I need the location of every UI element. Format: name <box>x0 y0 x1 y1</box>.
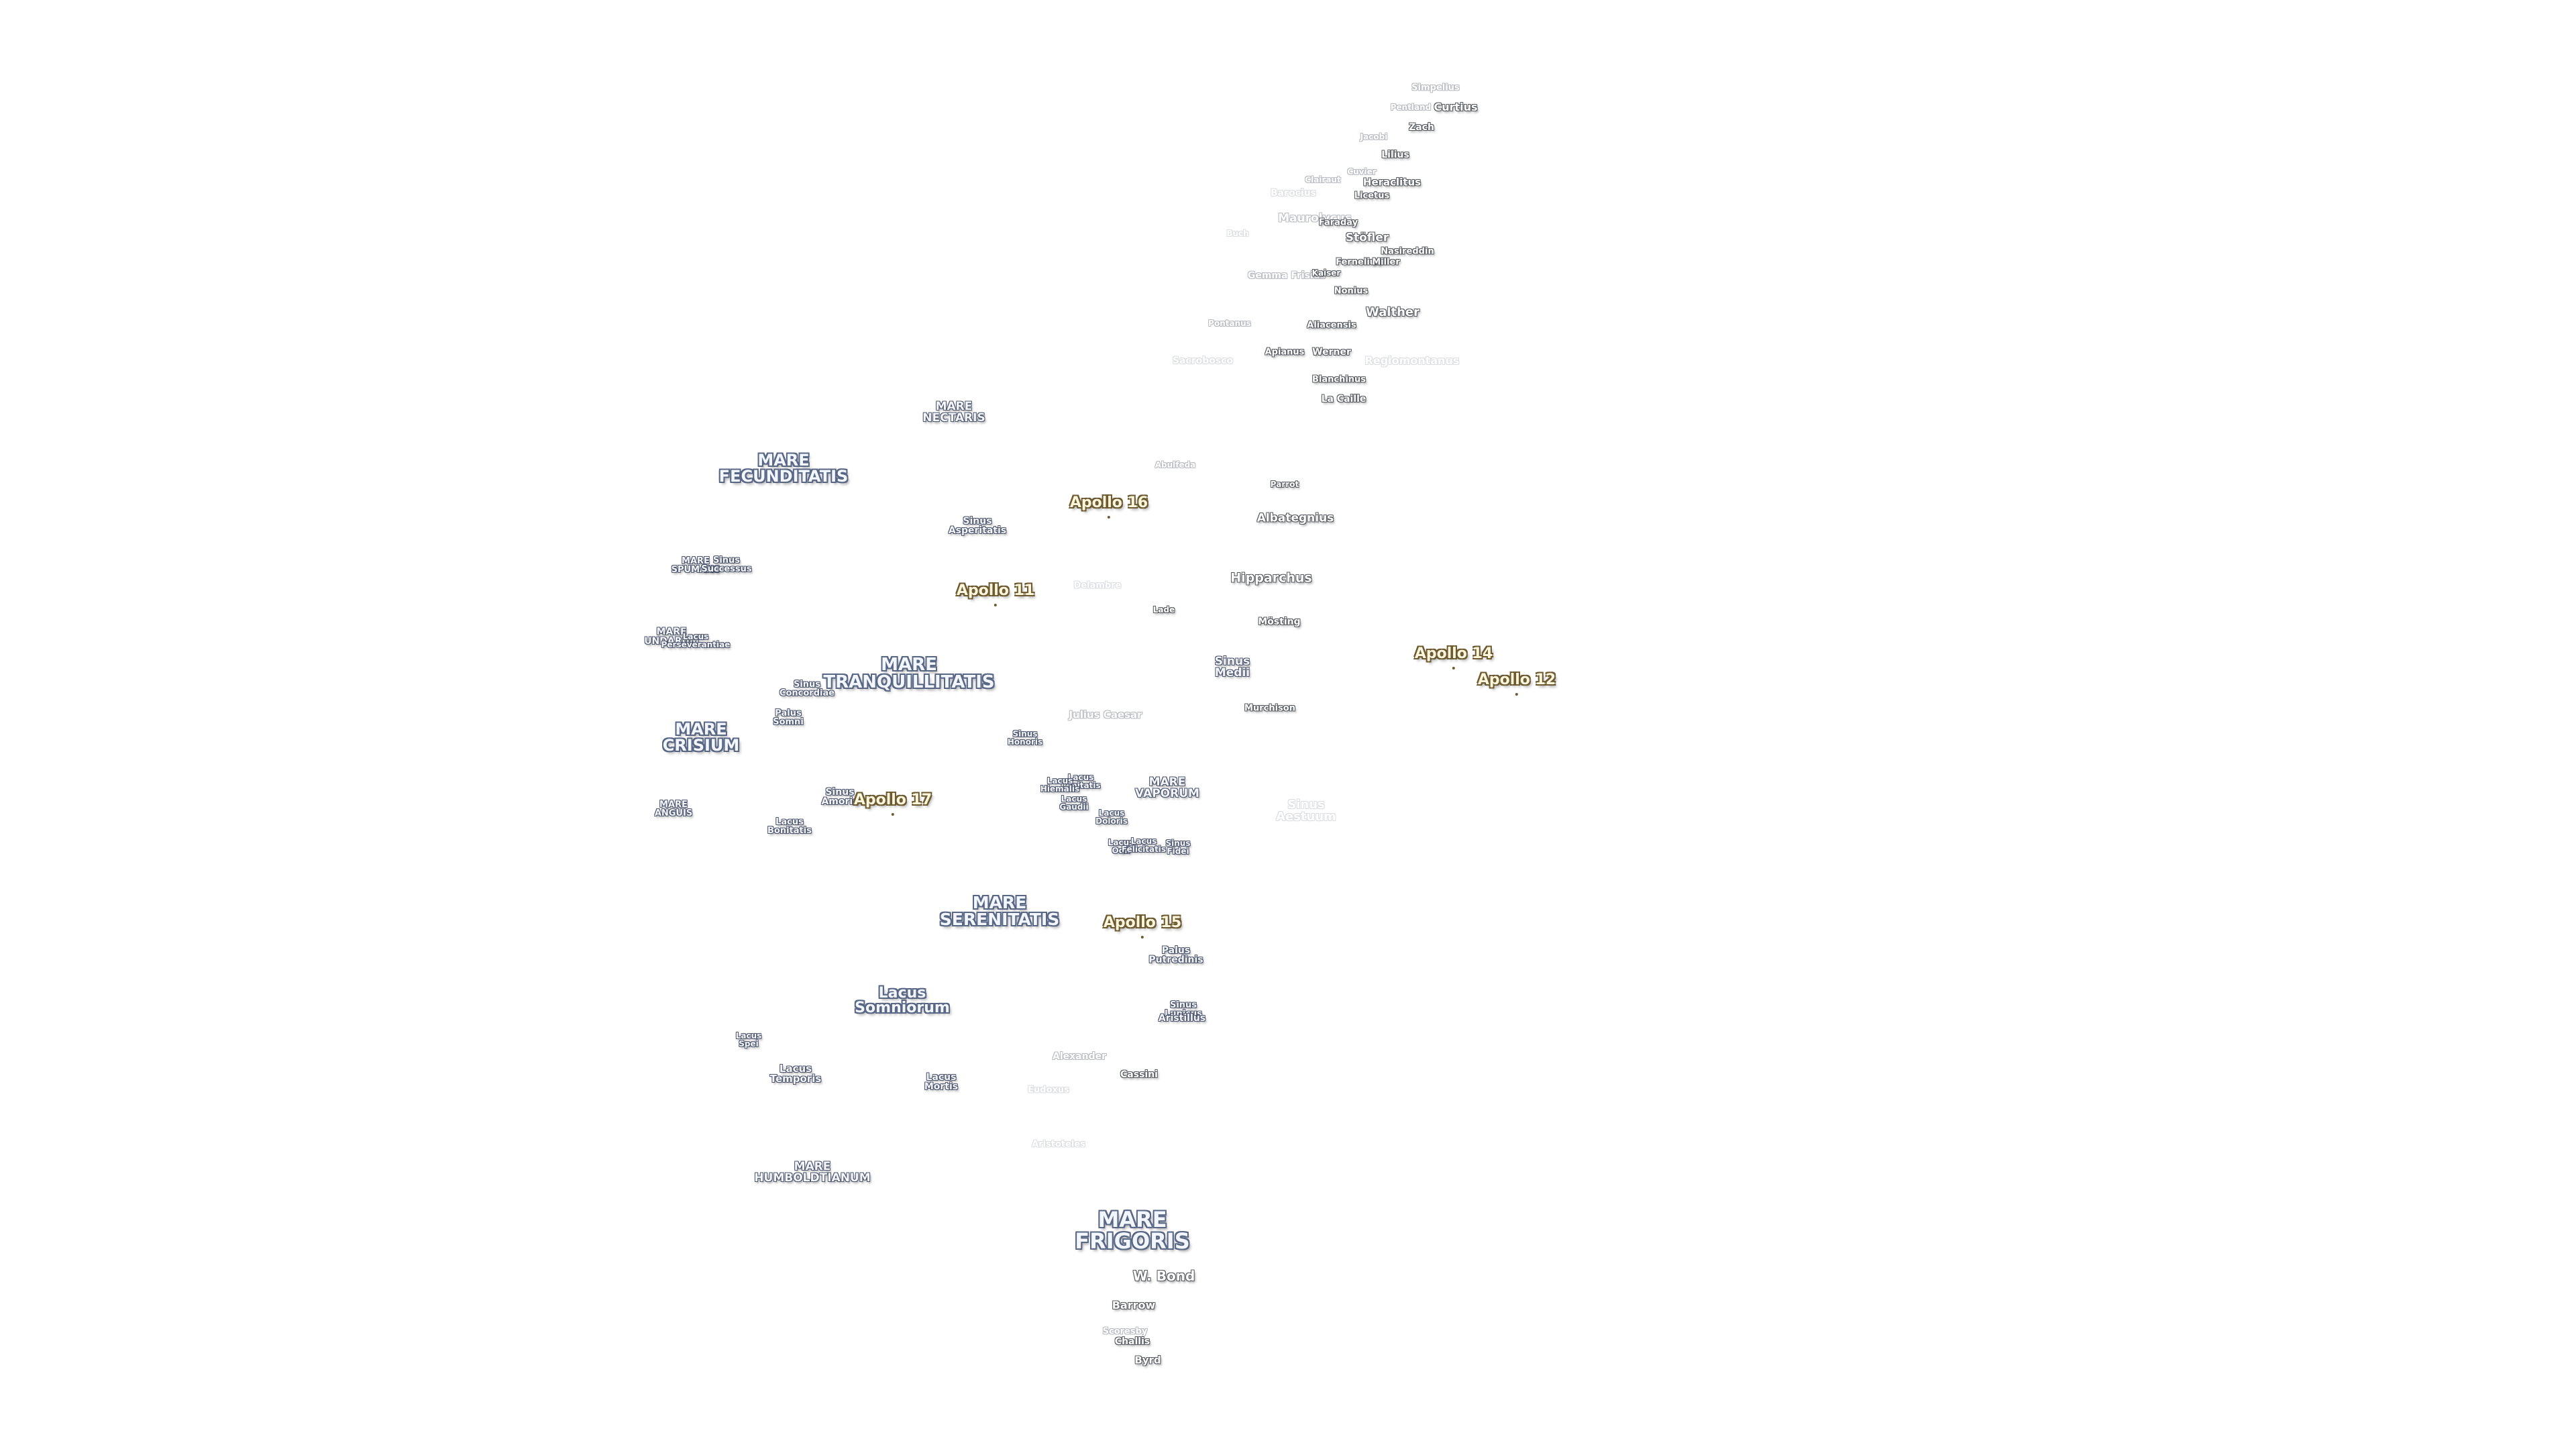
map-label-nasireddin: Nasireddin <box>1381 246 1434 257</box>
map-label-lacus-odii: Lacus Odii <box>1108 838 1134 855</box>
map-label-lacus-felicitatis: Lacus Felicitatis <box>1121 837 1167 854</box>
map-label-palus-putredinis: Palus Putredinis <box>1148 945 1203 965</box>
map-label-byrd: Byrd <box>1134 1354 1161 1366</box>
map-label-lacus-somniorum: Lacus Somniorum <box>855 985 950 1016</box>
map-label-mare-undarum: MARE UNDARUM <box>644 627 699 647</box>
map-label-sinus-aestuum: Sinus Aestuum <box>1276 798 1336 824</box>
map-label-nonius: Nonius <box>1334 286 1368 297</box>
map-label-mare-humboldtianum: MARE HUMBOLDTIANUM <box>754 1160 871 1185</box>
map-label-abulfeda: Abulfeda <box>1155 460 1196 470</box>
map-label-mare-tranquillitatis: MARE TRANQUILLITATIS <box>823 655 995 692</box>
map-label-lacaille: La Caille <box>1321 394 1366 405</box>
map-label-kaiser: Kaiser <box>1311 268 1341 278</box>
map-label-apollo12: Apollo 12 <box>1477 672 1556 696</box>
map-label-albategnius: Albategnius <box>1256 511 1334 525</box>
map-label-apianus: Apianus <box>1265 347 1305 358</box>
map-label-barocius: Barocius <box>1270 188 1317 199</box>
map-label-sinus-concordiae: Sinus Concordiae <box>779 680 835 698</box>
map-label-palus-somni: Palus Somni <box>773 708 804 727</box>
map-label-mare-fecunditatis: MARE FECUNDITATIS <box>718 451 849 486</box>
map-label-lacus-lenitatis: Lacus Lenitatis <box>1061 773 1101 790</box>
map-label-clairaut: Clairaut <box>1305 175 1341 184</box>
map-label-lacus-mortis: Lacus Mortis <box>924 1072 959 1092</box>
map-label-buch: Buch <box>1226 229 1249 238</box>
map-label-werner: Werner <box>1312 347 1351 358</box>
map-label-parrot: Parrot <box>1270 480 1299 489</box>
map-label-lacus-gaudii: Lacus Gaudii <box>1059 794 1089 812</box>
map-label-lilius: Lilius <box>1381 150 1409 160</box>
map-label-curtius: Curtius <box>1434 101 1478 113</box>
map-label-pentland: Pentland <box>1390 103 1432 112</box>
map-label-lacus-doloris: Lacus Doloris <box>1095 808 1128 826</box>
map-label-miller: Miller <box>1372 257 1400 268</box>
map-label-aristoteles: Aristoteles <box>1032 1139 1085 1150</box>
map-label-mare-crisium: MARE CRISIUM <box>662 720 740 755</box>
map-label-murchison: Murchison <box>1244 703 1295 714</box>
map-label-sinus-fidei: Sinus Fidei <box>1165 839 1191 856</box>
map-label-regiomontanus: Regiomontanus <box>1364 354 1460 367</box>
map-label-jacobi: Jacobi <box>1360 132 1388 142</box>
map-label-hipparchus: Hipparchus <box>1230 570 1312 586</box>
map-label-heraclitus: Heraclitus <box>1362 176 1421 189</box>
map-label-apollo11: Apollo 11 <box>956 582 1035 606</box>
map-label-sinus-asperitatis: Sinus Asperitatis <box>948 516 1007 536</box>
map-label-pontanus: Pontanus <box>1208 319 1251 328</box>
map-label-sinus-lunicus: Sinus Lunicus <box>1165 1000 1202 1019</box>
map-label-lade: Lade <box>1152 605 1175 614</box>
map-label-apollo14: Apollo 14 <box>1414 645 1493 669</box>
map-label-sinus-successus: Sinus Successus <box>701 555 752 574</box>
map-label-mare-nectaris: MARE NECTARIS <box>922 400 985 425</box>
map-label-alexander: Alexander <box>1053 1051 1106 1062</box>
map-label-apollo16: Apollo 16 <box>1069 494 1148 519</box>
map-label-gemma: Gemma Frisius <box>1247 270 1326 281</box>
map-label-delambre: Delambre <box>1073 580 1122 591</box>
map-label-lacus-temporis: Lacus Temporis <box>769 1063 822 1085</box>
map-label-blanchinus: Blanchinus <box>1311 374 1366 385</box>
map-label-lacus-spei: Lacus Spei <box>735 1031 762 1049</box>
map-label-sinus-medii: Sinus Medii <box>1214 655 1250 680</box>
map-label-sinus-honoris: Sinus Honoris <box>1007 729 1043 747</box>
map-label-mare-serenitatis: MARE SERENITATIS <box>939 893 1060 929</box>
map-label-scoresby: Scoresby <box>1102 1326 1148 1337</box>
map-label-eudoxus: Eudoxus <box>1028 1085 1069 1095</box>
map-label-apollo17: Apollo 17 <box>853 792 932 816</box>
map-label-cassini: Cassini <box>1120 1069 1158 1080</box>
map-label-mosting: Mösting <box>1258 616 1301 627</box>
map-label-walther: Walther <box>1365 305 1420 319</box>
map-label-lacus-perseverantiae: Lacus Perseverantiae <box>661 632 731 649</box>
map-label-faraday: Faraday <box>1318 217 1358 228</box>
map-label-julius-caesar: Julius Caesar <box>1069 708 1142 721</box>
map-label-challis: Challis <box>1114 1336 1150 1347</box>
map-label-barrow: Barrow <box>1112 1299 1156 1311</box>
map-label-fernelius: Fernelius <box>1336 257 1381 268</box>
map-label-sinus-amoris: Sinus Amoris <box>821 787 859 807</box>
map-label-apollo15: Apollo 15 <box>1103 914 1182 938</box>
map-label-mare-vaporum: MARE VAPORUM <box>1135 775 1199 800</box>
map-label-lacus-hiemalis: Lacus Hiemalis <box>1040 776 1080 794</box>
map-label-sacrobosco: Sacrobosco <box>1172 356 1234 366</box>
map-label-cuvier: Cuvier <box>1347 167 1377 176</box>
map-label-wbond: W. Bond <box>1132 1268 1195 1284</box>
map-label-zach: Zach <box>1409 122 1434 133</box>
map-label-mare-spumans: MARE SPUMANS <box>671 556 720 575</box>
map-label-lacus-bonitatis: Lacus Bonitatis <box>767 817 812 836</box>
map-label-maurolycus: Maurolycus <box>1278 211 1352 225</box>
map-label-mare-anguis: MARE ANGUIS <box>654 800 693 818</box>
map-label-aliacensis: Aliacensis <box>1307 320 1356 331</box>
map-label-licetus: Licetus <box>1354 191 1390 201</box>
map-label-mare-frigoris: MARE FRIGORIS <box>1075 1207 1190 1254</box>
map-label-simpelius: Simpelius <box>1411 83 1460 93</box>
map-label-aristillus: Aristillus <box>1158 1013 1206 1024</box>
map-label-stofler: Stöfler <box>1345 231 1389 245</box>
